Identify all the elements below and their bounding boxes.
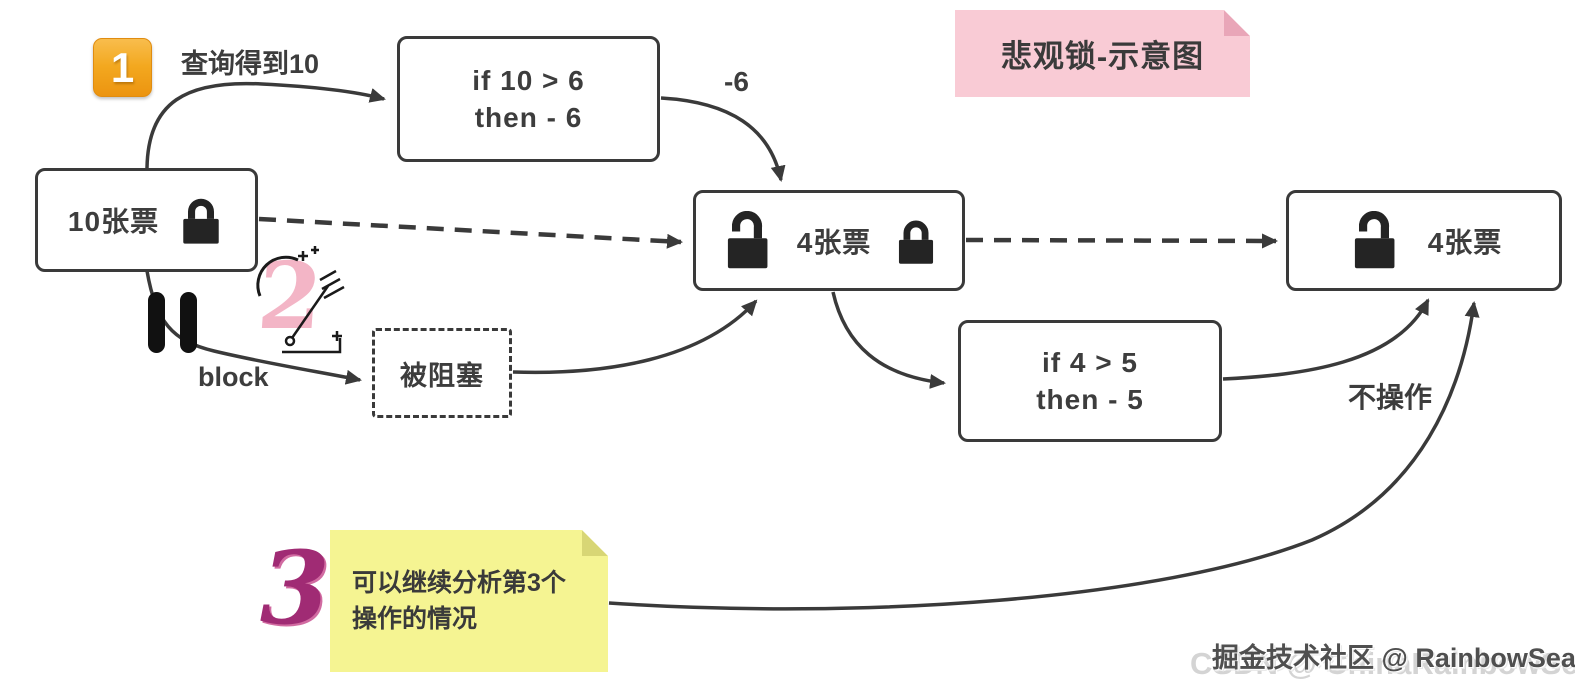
tickets-initial-box: 10张票 [35, 168, 258, 272]
tickets-final-box: 4张票 [1286, 190, 1562, 291]
unlocked-padlock-icon [727, 210, 768, 268]
tickets-after-first-box: 4张票 [693, 190, 965, 291]
diagram-title: 悲观锁-示意图 [1000, 39, 1205, 74]
connector-no-operation [1222, 298, 1430, 381]
step2-sparkle-decoration [256, 246, 345, 354]
connector-dashed-right [965, 233, 1278, 249]
locked-padlock-icon [899, 220, 934, 264]
step3-note-line2: 操作的情况 [352, 605, 478, 633]
step1-badge: 1 [93, 38, 152, 97]
watermark-secondary: CSDN @ ChinaRainbowSea [1190, 646, 1575, 681]
condition-box-first: if 10 > 6 then - 6 [397, 36, 660, 162]
unlocked-padlock-icon [1354, 210, 1395, 268]
blocked-label: 被阻塞 [400, 360, 484, 391]
step3-numeral: 3 [260, 529, 330, 647]
title-note: 悲观锁-示意图 [955, 10, 1250, 97]
condition2-line2: then - 5 [1036, 384, 1144, 415]
step3-note: 可以继续分析第3个 操作的情况 [330, 530, 608, 672]
connector-to-condition2 [831, 291, 946, 389]
note-fold-corner [1224, 10, 1250, 36]
step3-note-line1: 可以继续分析第3个 [352, 568, 566, 597]
no-operation-label: 不操作 [1348, 382, 1433, 413]
tickets-final-label: 4张票 [1427, 226, 1503, 258]
connector-dashed-left [258, 216, 683, 249]
locked-padlock-icon [183, 198, 219, 244]
tickets-initial-label: 10张票 [67, 206, 160, 237]
blocked-box: 被阻塞 [372, 328, 512, 418]
note-fold-corner [582, 530, 608, 556]
tickets-after-first-label: 4张票 [796, 226, 872, 258]
condition-box-second: if 4 > 5 then - 5 [958, 320, 1222, 442]
query-result-label: 查询得到10 [181, 49, 320, 79]
condition1-line2: then - 6 [474, 102, 583, 133]
condition1-line1: if 10 > 6 [472, 65, 585, 96]
connector-query [145, 81, 386, 169]
connector-minus6 [660, 96, 786, 182]
block-label: block [198, 362, 269, 392]
step1-number: 1 [110, 43, 135, 91]
minus-six-label: -6 [724, 66, 749, 97]
pause-icon [148, 292, 197, 353]
connector-blocked-return [512, 299, 758, 375]
watermark-primary: 掘金技术社区 @ RainbowSea [1212, 643, 1575, 673]
condition2-line1: if 4 > 5 [1042, 347, 1138, 378]
